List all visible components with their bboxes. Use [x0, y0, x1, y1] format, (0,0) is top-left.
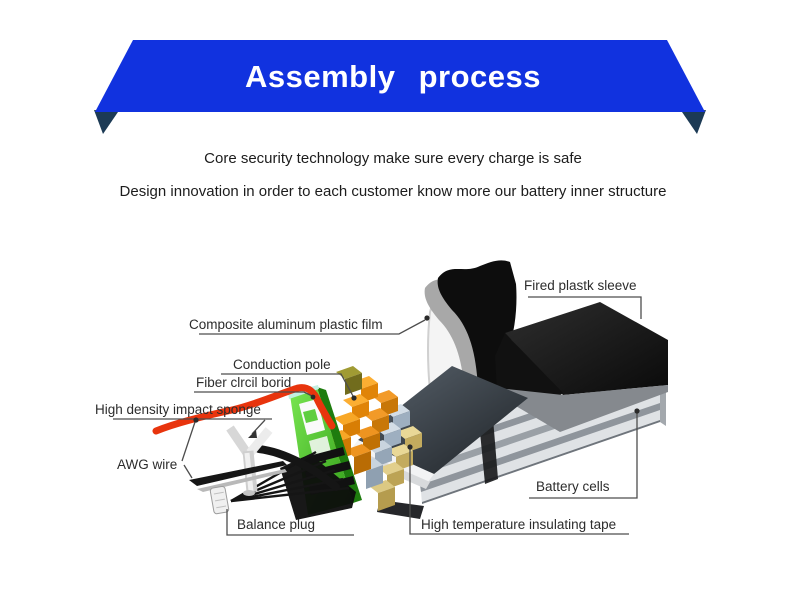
callout-labels: Fired plastk sleeve Composite aluminum p…	[95, 278, 642, 536]
insulating-tape-shape	[369, 426, 422, 511]
pole-top-shape	[336, 366, 362, 395]
thin-wire-shape	[189, 461, 287, 492]
label-fiber-board: Fiber clrcil borid	[194, 375, 316, 400]
subtitle-line1: Core security technology make sure every…	[204, 150, 582, 167]
label-awg-wire: AWG wire	[117, 417, 199, 479]
label-battery-cells: Battery cells	[529, 408, 640, 499]
svg-text:AWG wire: AWG wire	[117, 457, 177, 472]
label-conduction-pole: Conduction pole	[221, 357, 357, 401]
banner-fold-left	[94, 110, 118, 134]
banner-ribbon: Assembly process	[94, 40, 706, 134]
label-insulating-tape: High temperature insulating tape	[407, 444, 629, 535]
svg-text:Fired plastk sleeve: Fired plastk sleeve	[524, 278, 637, 293]
svg-text:High density impact sponge: High density impact sponge	[95, 402, 261, 417]
label-plastic-film: Composite aluminum plastic film	[189, 315, 430, 335]
label-impact-sponge: High density impact sponge	[95, 402, 272, 438]
svg-text:High temperature insulating ta: High temperature insulating tape	[421, 517, 616, 532]
battery-illustration	[152, 260, 668, 520]
banner-fold-right	[682, 110, 706, 134]
svg-text:Balance plug: Balance plug	[237, 517, 315, 532]
conduction-pole-front-shape	[325, 376, 378, 461]
red-wire-shape	[152, 384, 336, 435]
subtitle-line2: Design innovation in order to each custo…	[120, 183, 667, 200]
banner-title: Assembly process	[245, 59, 541, 94]
label-balance-plug: Balance plug	[226, 509, 354, 536]
svg-text:Fiber clrcil borid: Fiber clrcil borid	[196, 375, 291, 390]
conduction-pole-rear-shape	[345, 390, 398, 475]
impact-sponge-shape	[226, 425, 273, 496]
label-fired-sleeve: Fired plastk sleeve	[524, 278, 642, 319]
svg-text:Composite aluminum plastic fil: Composite aluminum plastic film	[189, 317, 383, 332]
fired-sleeve-shape	[437, 260, 668, 432]
svg-text:Conduction pole: Conduction pole	[233, 357, 331, 372]
banner-shape	[95, 40, 705, 112]
balance-plug-shape	[209, 485, 230, 515]
svg-text:Battery cells: Battery cells	[536, 479, 610, 494]
